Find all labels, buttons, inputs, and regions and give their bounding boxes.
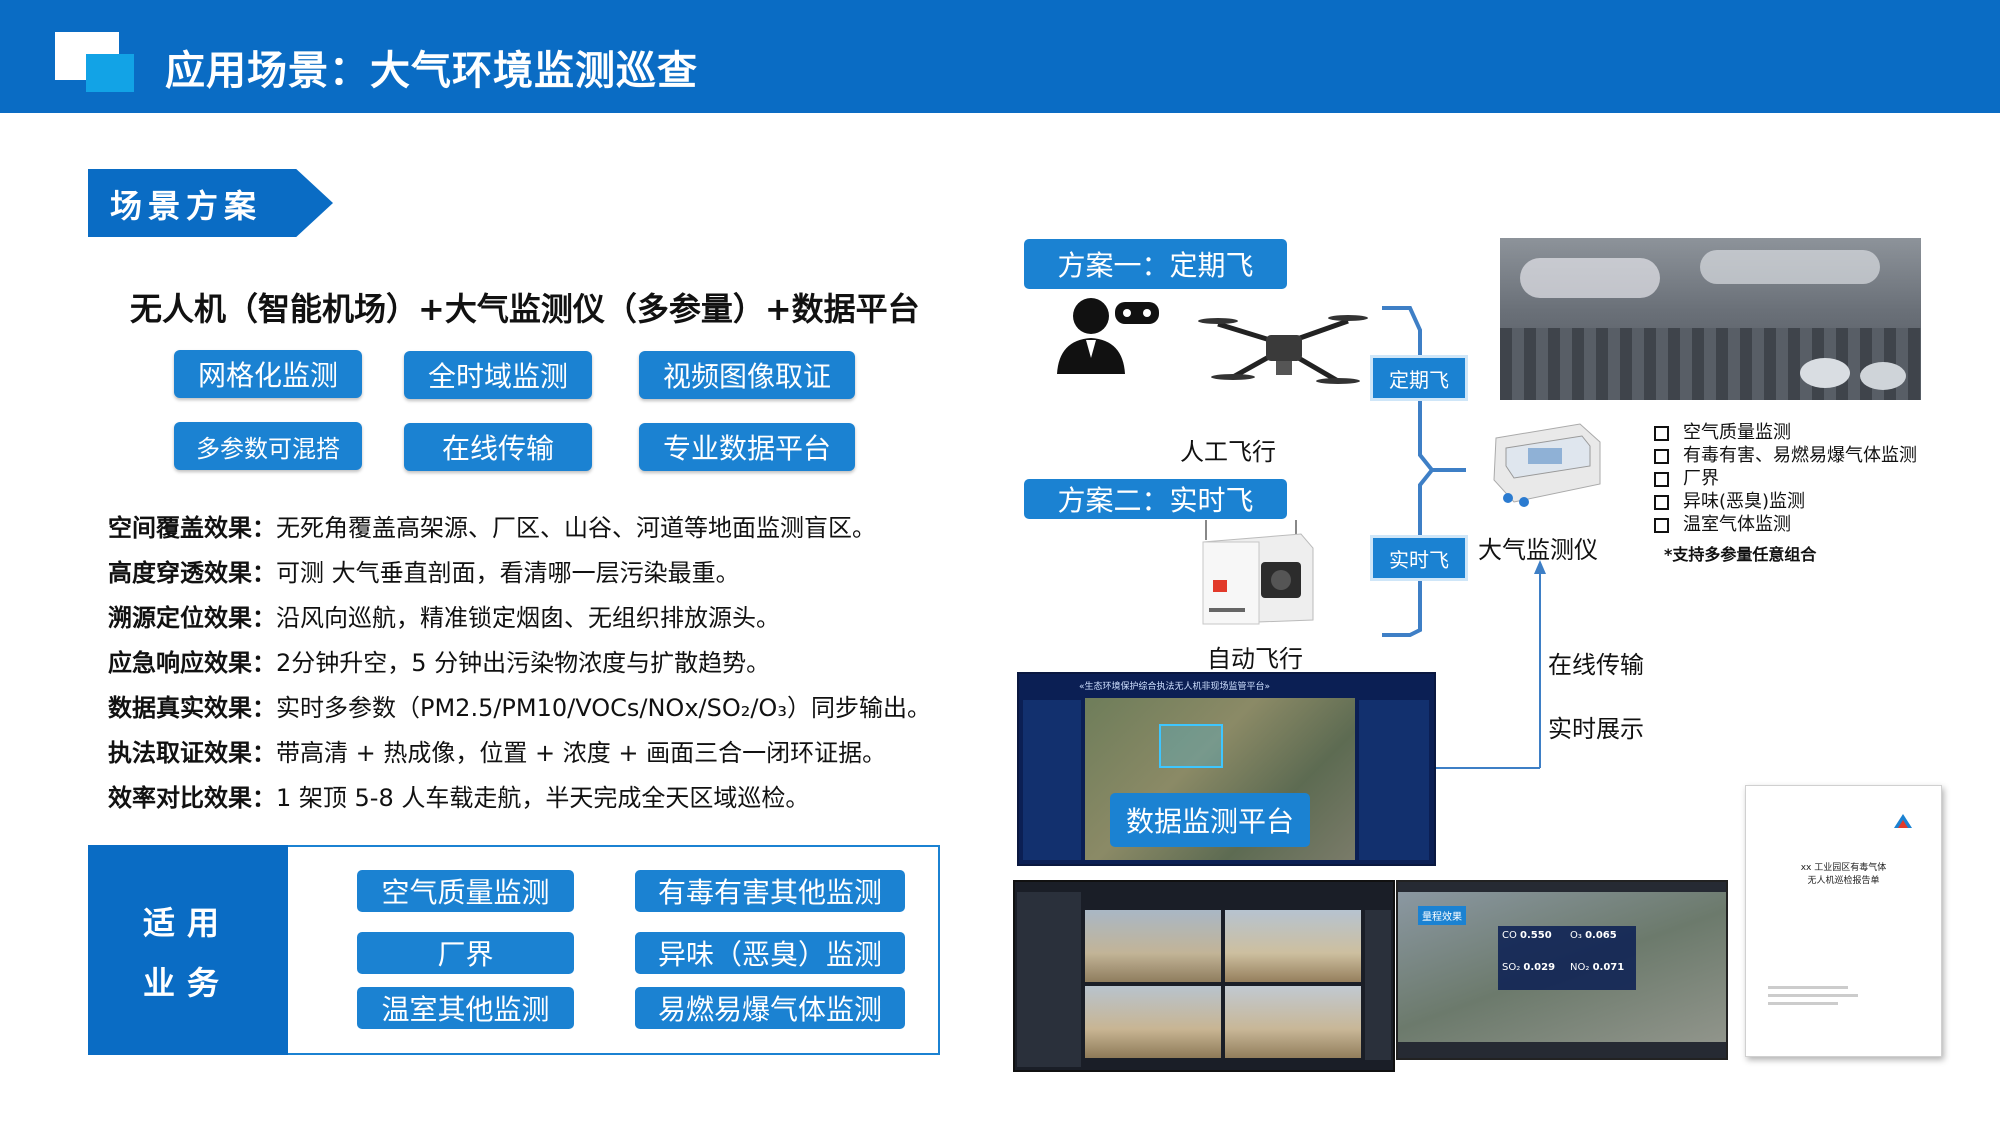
auto-flight-label: 自动飞行 (1207, 645, 1303, 673)
reading-so2: SO₂ 0.029 (1502, 962, 1556, 973)
reading-no2: NO₂ 0.071 (1570, 962, 1625, 973)
solution-headline: 无人机（智能机场）+大气监测仪（多参量）+数据平台 (130, 290, 920, 328)
checkbox-icon (1654, 471, 1669, 487)
feature-pill: 多参数可混搭 (174, 422, 362, 470)
industrial-site-photo (1500, 238, 1921, 400)
inspection-report-document: xx 工业园区有毒气体 无人机巡检报告单 (1745, 785, 1942, 1057)
effect-line: 效率对比效果：1 架顶 5-8 人车载走航，半天完成全天区域巡检。 (108, 784, 810, 812)
online-transfer-label: 在线传输 (1548, 651, 1644, 679)
monitor-item: 厂界 (1654, 464, 1719, 490)
checkbox-icon (1654, 517, 1669, 533)
header-bar (0, 0, 2000, 113)
scheduled-flight-badge: 定期飞 (1370, 355, 1468, 401)
business-title-line1: 适用 (143, 904, 232, 942)
feature-pill: 网格化监测 (174, 350, 362, 398)
report-title: xx 工业园区有毒气体 无人机巡检报告单 (1800, 863, 1887, 886)
business-title-line2: 业务 (143, 964, 232, 1002)
reading-co: CO 0.550 (1502, 930, 1552, 941)
logo-square-blue (86, 54, 134, 92)
checkbox-icon (1654, 494, 1669, 510)
feature-pill: 专业数据平台 (639, 423, 855, 471)
air-monitor-label: 大气监测仪 (1478, 536, 1598, 564)
feature-pill: 全时域监测 (404, 351, 592, 399)
air-monitor-device-icon (1493, 423, 1601, 507)
realtime-display-label: 实时展示 (1548, 715, 1644, 743)
drone-icon (1198, 315, 1368, 384)
monitor-item: 有毒有害、易燃易爆气体监测 (1654, 441, 1917, 467)
platform-screen-title: «生态环境保护综合执法无人机非现场监管平台» (1079, 682, 1271, 692)
plan2-label: 方案二：实时飞 (1024, 479, 1287, 519)
business-item: 空气质量监测 (357, 870, 574, 912)
business-title-panel (88, 845, 288, 1055)
effect-line: 应急响应效果：2分钟升空，5 分钟出污染物浓度与扩散趋势。 (108, 649, 771, 677)
effect-line: 溯源定位效果：沿风向巡航，精准锁定烟囱、无组织排放源头。 (108, 604, 780, 632)
monitor-item: 温室气体监测 (1654, 510, 1791, 536)
feature-pill: 在线传输 (404, 423, 592, 471)
business-item: 温室其他监测 (357, 987, 574, 1029)
page-title: 应用场景：大气环境监测巡查 (165, 48, 698, 94)
business-item: 有毒有害其他监测 (635, 870, 905, 912)
checkbox-icon (1654, 425, 1669, 441)
monitor-note: *支持多参量任意组合 (1664, 545, 1817, 564)
data-platform-label: 数据监测平台 (1110, 793, 1310, 847)
business-item: 异味（恶臭）监测 (635, 932, 905, 974)
operator-icon (1057, 298, 1159, 374)
feature-pill: 视频图像取证 (639, 351, 855, 399)
business-item: 易燃易爆气体监测 (635, 987, 905, 1029)
effect-line: 空间覆盖效果：无死角覆盖高架源、厂区、山谷、河道等地面监测盲区。 (108, 514, 876, 542)
plan1-label: 方案一：定期飞 (1024, 239, 1287, 289)
manual-flight-label: 人工飞行 (1180, 438, 1276, 466)
checkbox-icon (1654, 448, 1669, 464)
video-grid-screenshot (1013, 880, 1395, 1072)
effect-line: 数据真实效果：实时多参数（PM2.5/PM10/VOCs/NOx/SO₂/O₃）… (108, 694, 931, 722)
panel-badge: 量程效果 (1418, 906, 1466, 925)
report-logo-icon (1894, 814, 1912, 828)
effect-line: 执法取证效果：带高清 + 热成像，位置 + 浓度 + 画面三合一闭环证据。 (108, 739, 887, 767)
reading-o3: O₃ 0.065 (1570, 930, 1617, 941)
business-item: 厂界 (357, 932, 574, 974)
section-tag (88, 169, 333, 237)
sensor-readings-screenshot: 量程效果 CO 0.550 O₃ 0.065 SO₂ 0.029 NO₂ 0.0… (1396, 880, 1728, 1060)
drone-dock-icon (1202, 520, 1314, 625)
monitor-item: 异味(恶臭)监测 (1654, 487, 1805, 513)
monitor-item: 空气质量监测 (1654, 418, 1791, 444)
effect-line: 高度穿透效果：可测 大气垂直剖面，看清哪一层污染最重。 (108, 559, 740, 587)
realtime-flight-badge: 实时飞 (1370, 535, 1468, 581)
section-tag-label: 场景方案 (110, 187, 263, 225)
